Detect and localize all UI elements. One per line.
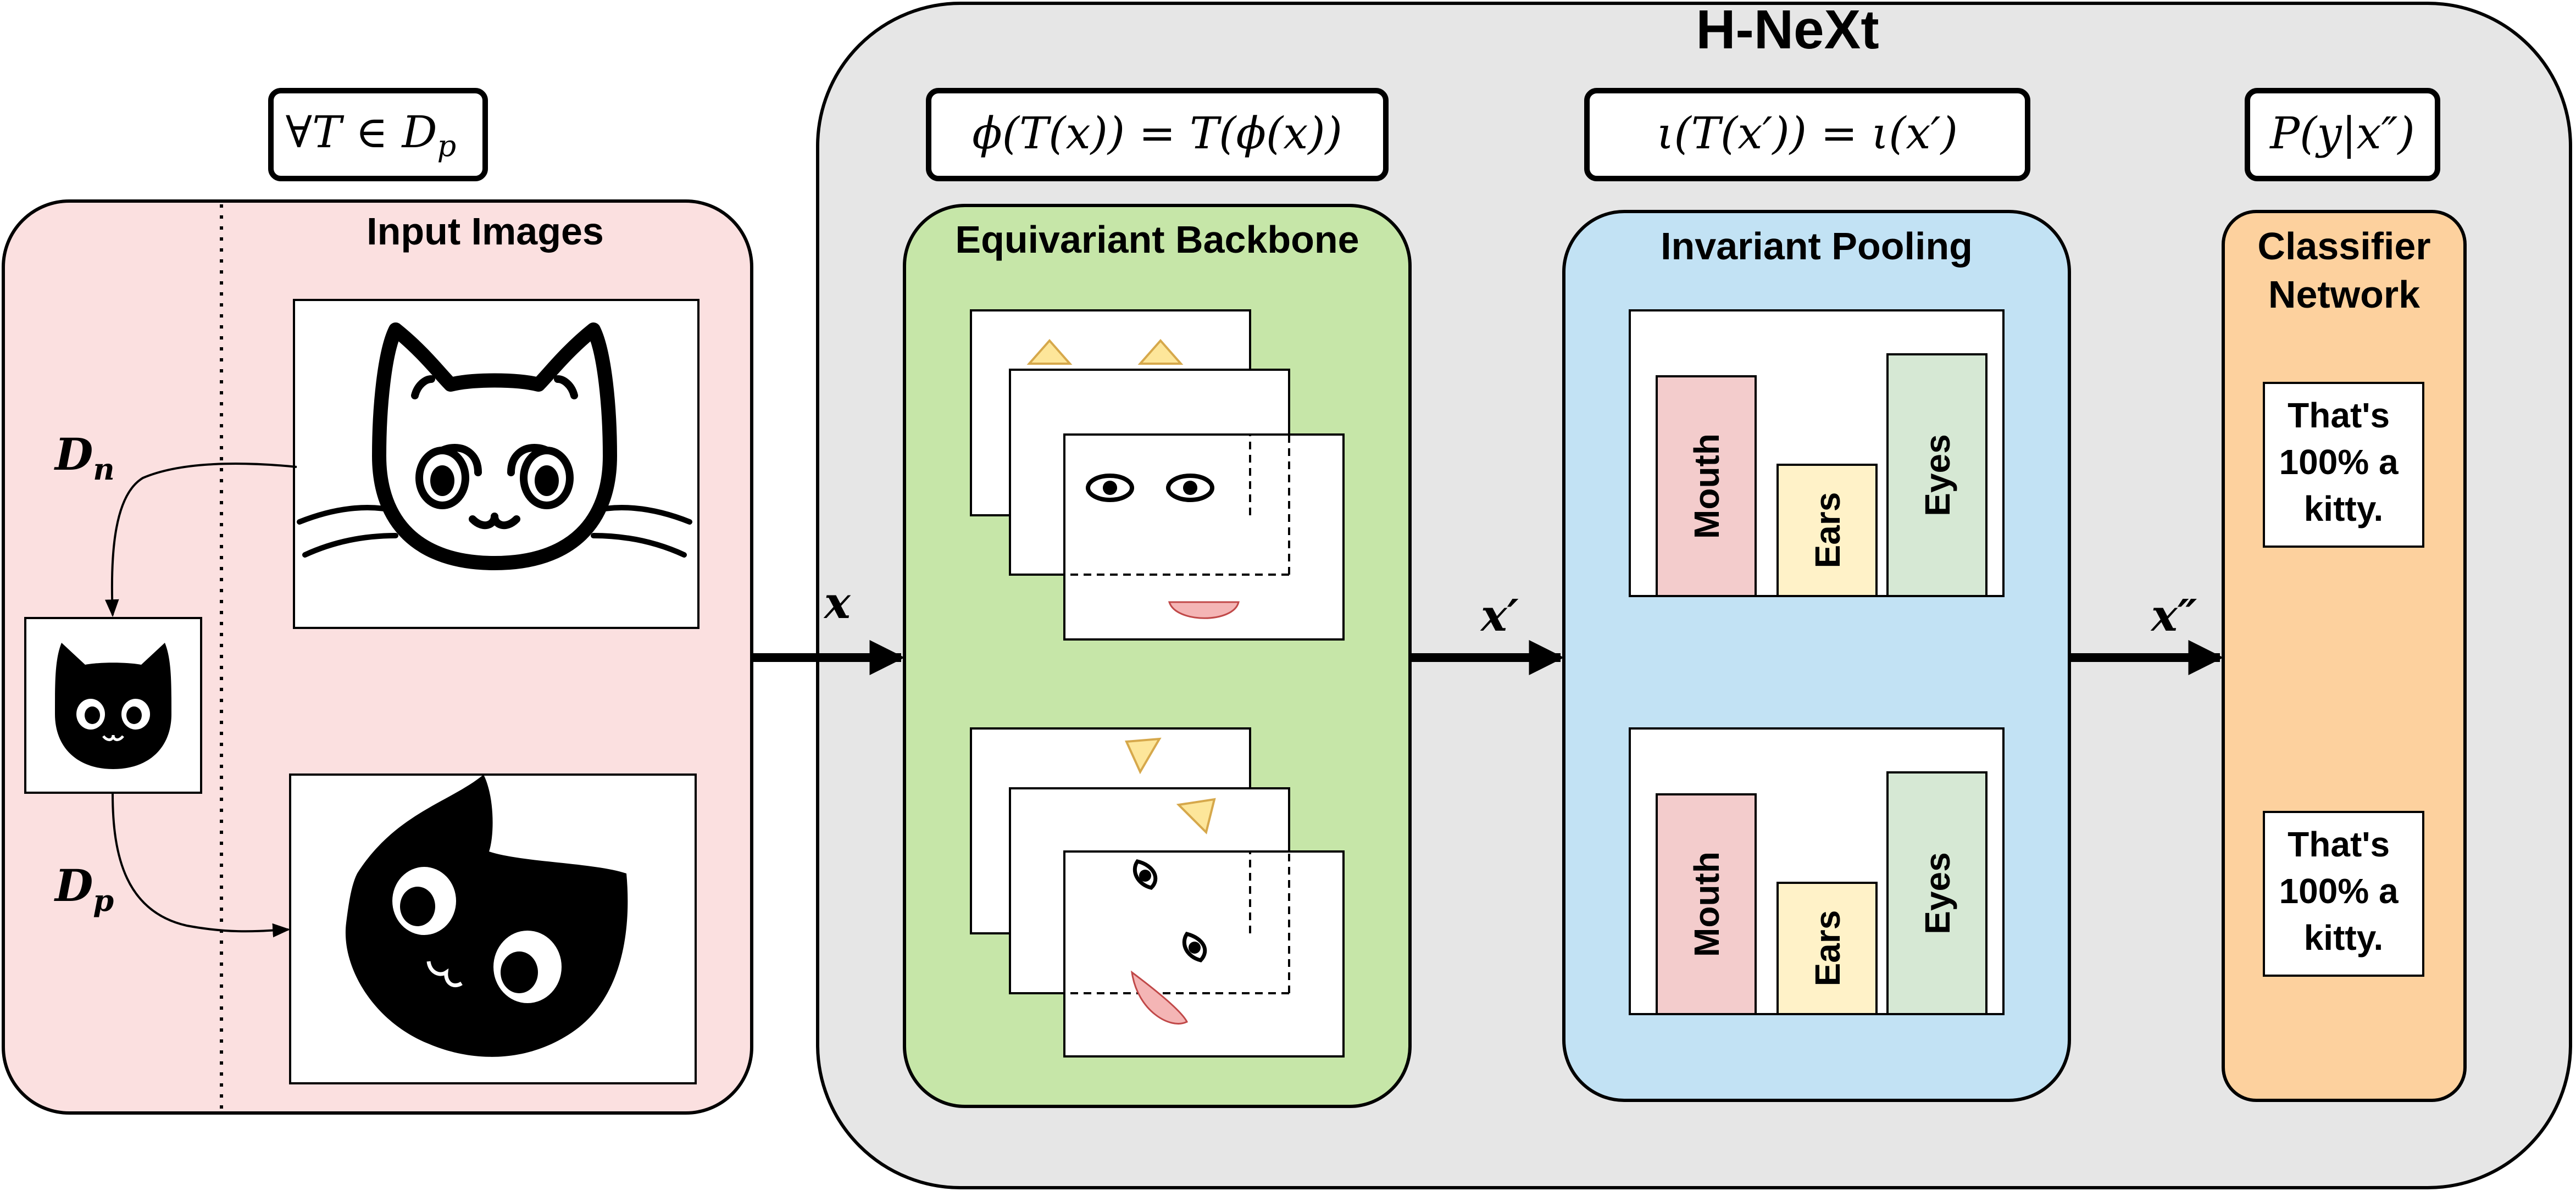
- backbone-title: Equivariant Backbone: [955, 218, 1359, 261]
- output-bottom-text: That's 100% a kitty.: [2279, 825, 2408, 958]
- cat-rotated-icon: [345, 775, 628, 1057]
- bar-eyes-bottom-label: Eyes: [1918, 852, 1957, 934]
- output-top-text: That's 100% a kitty.: [2279, 396, 2408, 528]
- bar-eyes-bottom: [1886, 771, 1987, 1015]
- dp-label: Dp: [54, 860, 114, 918]
- dp-arrow: [112, 793, 291, 938]
- classifier-title-line2: Network: [2268, 273, 2420, 316]
- input-formula: ∀T ∈ Dp: [286, 107, 456, 163]
- formula-pooling-box: [1584, 88, 2030, 181]
- input-formula-box: [268, 88, 488, 181]
- cat-outline-eyes: [415, 447, 574, 509]
- arrow-x-prime-label: x′: [1480, 589, 1519, 641]
- formula-backbone-box: [926, 88, 1389, 181]
- bar-ears-top: [1776, 464, 1878, 597]
- formula-pooling: ι(T(x′)) = ι(x′): [1657, 108, 1958, 159]
- formula-classifier: P(y|x″): [2269, 108, 2414, 159]
- bar-ears-top-label: Ears: [1808, 492, 1847, 569]
- bar-eyes-top: [1886, 353, 1987, 597]
- classifier-title-line1: Classifier: [2257, 225, 2430, 268]
- bar-mouth-top-label: Mouth: [1687, 433, 1726, 539]
- input-panel-title: Input Images: [367, 210, 604, 253]
- dn-arrow: [105, 463, 297, 617]
- diagram-title: H-NeXt: [1696, 0, 1879, 60]
- bar-mouth-bottom: [1656, 793, 1757, 1015]
- arrow-x-double-prime-label: x″: [2150, 589, 2197, 641]
- arrow-x-label: x: [823, 577, 851, 628]
- bar-mouth-top: [1656, 375, 1757, 597]
- cat-small-icon: [55, 643, 171, 769]
- output-bottom: [2263, 811, 2424, 977]
- bar-eyes-top-label: Eyes: [1918, 434, 1957, 516]
- formula-backbone: ϕ(T(x)) = T(ϕ(x)): [972, 108, 1342, 159]
- feature-stack-top: [970, 309, 1345, 641]
- input-image-top: [293, 299, 699, 629]
- bar-mouth-bottom-label: Mouth: [1687, 851, 1726, 957]
- formula-classifier-box: [2245, 88, 2440, 181]
- bar-ears-bottom-label: Ears: [1808, 910, 1847, 987]
- output-top: [2263, 382, 2424, 548]
- bar-ears-bottom: [1776, 882, 1878, 1015]
- dn-label: Dn: [54, 428, 115, 487]
- pooling-title: Invariant Pooling: [1661, 225, 1973, 268]
- feature-stack-bottom: [970, 727, 1345, 1058]
